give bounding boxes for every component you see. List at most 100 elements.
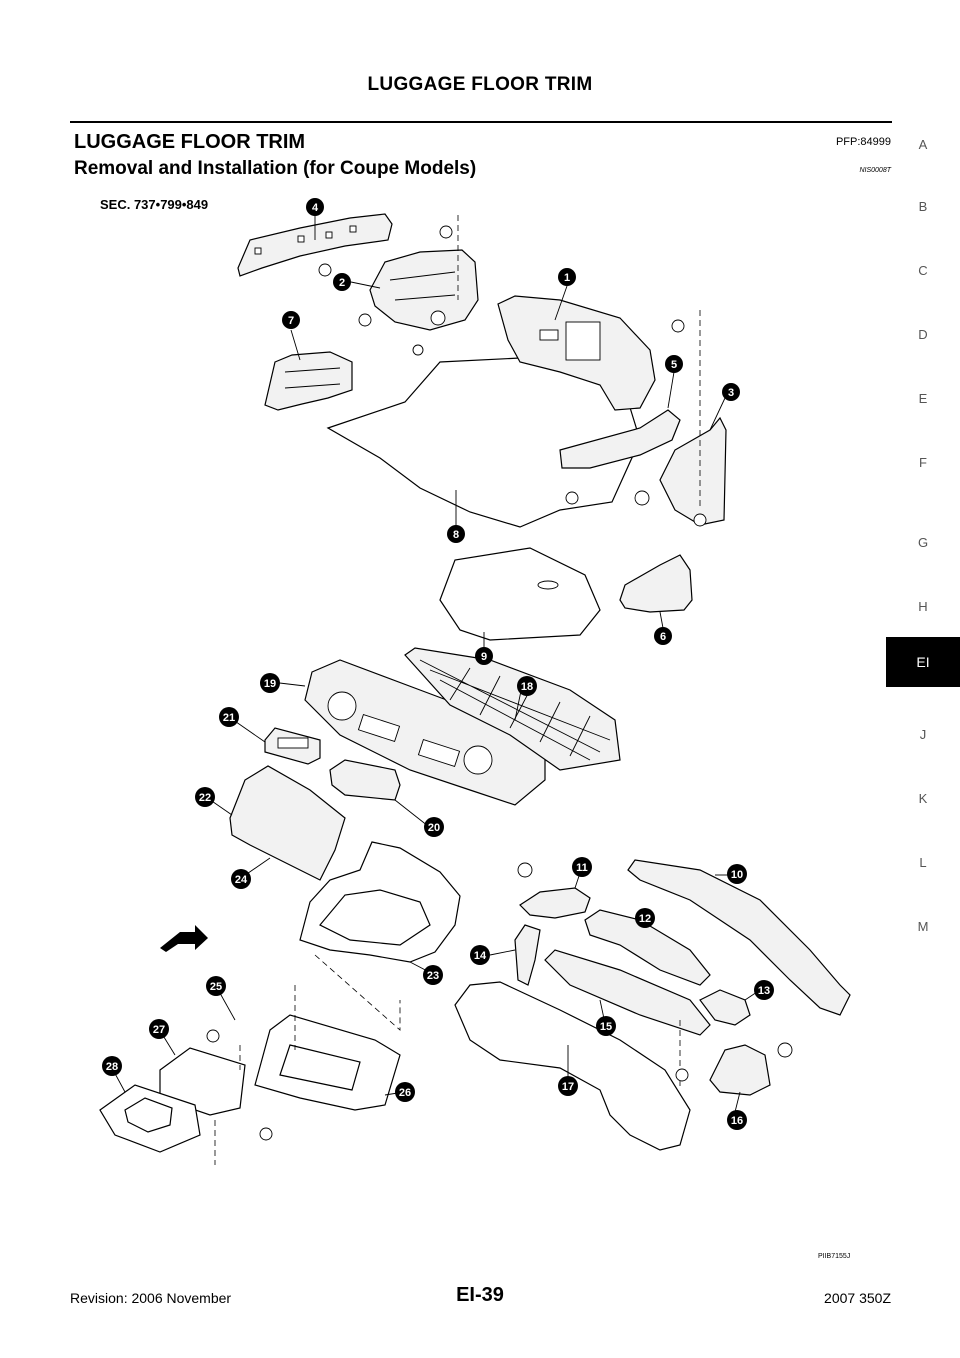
clip-icon bbox=[693, 513, 707, 527]
svg-text:25: 25 bbox=[210, 981, 222, 993]
page-number: EI-39 bbox=[456, 1284, 504, 1306]
tab-b[interactable]: B bbox=[918, 199, 928, 214]
section-title: LUGGAGE FLOOR TRIM bbox=[74, 131, 306, 153]
callout-21: 21 bbox=[219, 707, 239, 727]
tab-g[interactable]: G bbox=[917, 535, 929, 550]
callout-11: 11 bbox=[572, 857, 592, 877]
callout-20: 20 bbox=[424, 817, 444, 837]
svg-text:17: 17 bbox=[562, 1081, 574, 1093]
tab-ei-active[interactable]: EI bbox=[886, 637, 960, 687]
tab-m[interactable]: M bbox=[917, 919, 929, 934]
callout-27: 27 bbox=[149, 1019, 169, 1039]
svg-text:23: 23 bbox=[427, 970, 439, 982]
part-23-tray-frame bbox=[299, 841, 461, 963]
part-26-storage-box bbox=[254, 1014, 401, 1111]
svg-text:2: 2 bbox=[339, 277, 345, 289]
svg-text:13: 13 bbox=[758, 985, 770, 997]
nis-code: NIS0008T bbox=[859, 167, 891, 174]
tab-e[interactable]: E bbox=[918, 391, 928, 406]
svg-text:21: 21 bbox=[223, 712, 235, 724]
svg-text:27: 27 bbox=[153, 1024, 165, 1036]
part-13-trim bbox=[699, 989, 751, 1026]
clip-icon bbox=[318, 263, 332, 277]
callout-23: 23 bbox=[423, 965, 443, 985]
tab-l[interactable]: L bbox=[919, 855, 927, 870]
part-15-trim bbox=[544, 949, 711, 1036]
section-subtitle: Removal and Installation (for Coupe Mode… bbox=[74, 158, 477, 179]
tab-c[interactable]: C bbox=[918, 263, 928, 278]
svg-text:19: 19 bbox=[264, 678, 276, 690]
clip-icon bbox=[206, 1029, 220, 1043]
part-7-bracket bbox=[264, 351, 353, 411]
callout-7: 7 bbox=[282, 311, 300, 329]
svg-text:22: 22 bbox=[199, 792, 211, 804]
callout-24: 24 bbox=[231, 869, 251, 889]
part-14-trim bbox=[514, 924, 541, 986]
page-header-title: LUGGAGE FLOOR TRIM bbox=[367, 74, 593, 95]
svg-text:8: 8 bbox=[453, 529, 459, 541]
revision-label: Revision: 2006 November bbox=[70, 1290, 232, 1306]
part-28-tray bbox=[99, 1084, 201, 1153]
section-reference-label: SEC. 737•799•849 bbox=[100, 197, 209, 212]
tab-k[interactable]: K bbox=[918, 791, 928, 806]
header-divider bbox=[70, 121, 892, 123]
svg-text:4: 4 bbox=[312, 202, 319, 214]
svg-text:26: 26 bbox=[399, 1087, 411, 1099]
callout-12: 12 bbox=[635, 908, 655, 928]
part-2-side-bracket bbox=[369, 249, 479, 331]
part-8-floor-panel bbox=[326, 357, 641, 528]
svg-text:14: 14 bbox=[474, 950, 487, 962]
clip-icon bbox=[358, 313, 372, 327]
callout-28: 28 bbox=[102, 1056, 122, 1076]
clip-icon bbox=[412, 344, 424, 356]
svg-text:18: 18 bbox=[521, 681, 533, 693]
clip-icon bbox=[675, 1068, 689, 1082]
part-4-trim-strip bbox=[237, 213, 393, 277]
svg-text:24: 24 bbox=[235, 874, 248, 886]
illustration-reference-code: PIIB7155J bbox=[818, 1253, 851, 1260]
part-11-trim bbox=[519, 887, 591, 919]
svg-text:10: 10 bbox=[731, 869, 743, 881]
model-label: 2007 350Z bbox=[824, 1290, 891, 1306]
clip-icon bbox=[671, 319, 685, 333]
callout-5: 5 bbox=[665, 355, 683, 373]
callout-17: 17 bbox=[558, 1076, 578, 1096]
svg-text:7: 7 bbox=[288, 315, 294, 327]
callout-22: 22 bbox=[195, 787, 215, 807]
svg-text:16: 16 bbox=[731, 1115, 743, 1127]
svg-text:11: 11 bbox=[576, 862, 588, 874]
svg-text:20: 20 bbox=[428, 822, 440, 834]
part-20-box bbox=[329, 759, 401, 801]
part-9-floor-mat bbox=[439, 547, 601, 641]
callout-18: 18 bbox=[517, 676, 537, 696]
tab-d[interactable]: D bbox=[918, 327, 928, 342]
callout-10: 10 bbox=[727, 864, 747, 884]
part-21-frame bbox=[264, 727, 321, 765]
clip-icon bbox=[517, 862, 533, 878]
clip-icon bbox=[430, 310, 446, 326]
svg-text:6: 6 bbox=[660, 631, 666, 643]
part-22-24-side-panel bbox=[229, 765, 346, 881]
part-5-trim-strip bbox=[559, 409, 681, 469]
callout-13: 13 bbox=[754, 980, 774, 1000]
callout-9: 9 bbox=[475, 647, 493, 665]
tab-h[interactable]: H bbox=[918, 599, 928, 614]
svg-text:5: 5 bbox=[671, 359, 677, 371]
callout-19: 19 bbox=[260, 673, 280, 693]
tab-f[interactable]: F bbox=[919, 455, 927, 470]
tab-j[interactable]: J bbox=[919, 727, 927, 742]
part-17-bumper-trim bbox=[454, 981, 691, 1151]
callout-2: 2 bbox=[333, 273, 351, 291]
callout-4: 4 bbox=[306, 198, 324, 216]
part-12-trim bbox=[584, 909, 711, 986]
callout-1: 1 bbox=[558, 268, 576, 286]
pfp-code: PFP:84999 bbox=[835, 136, 891, 148]
clip-icon bbox=[439, 225, 453, 239]
part-19-rear-upper-panel bbox=[304, 659, 546, 806]
clip-icon bbox=[777, 1042, 793, 1058]
part-10-long-trim bbox=[627, 859, 851, 1016]
part-18-mesh-panel bbox=[404, 647, 621, 771]
tab-a[interactable]: A bbox=[918, 137, 928, 152]
callout-6: 6 bbox=[654, 627, 672, 645]
